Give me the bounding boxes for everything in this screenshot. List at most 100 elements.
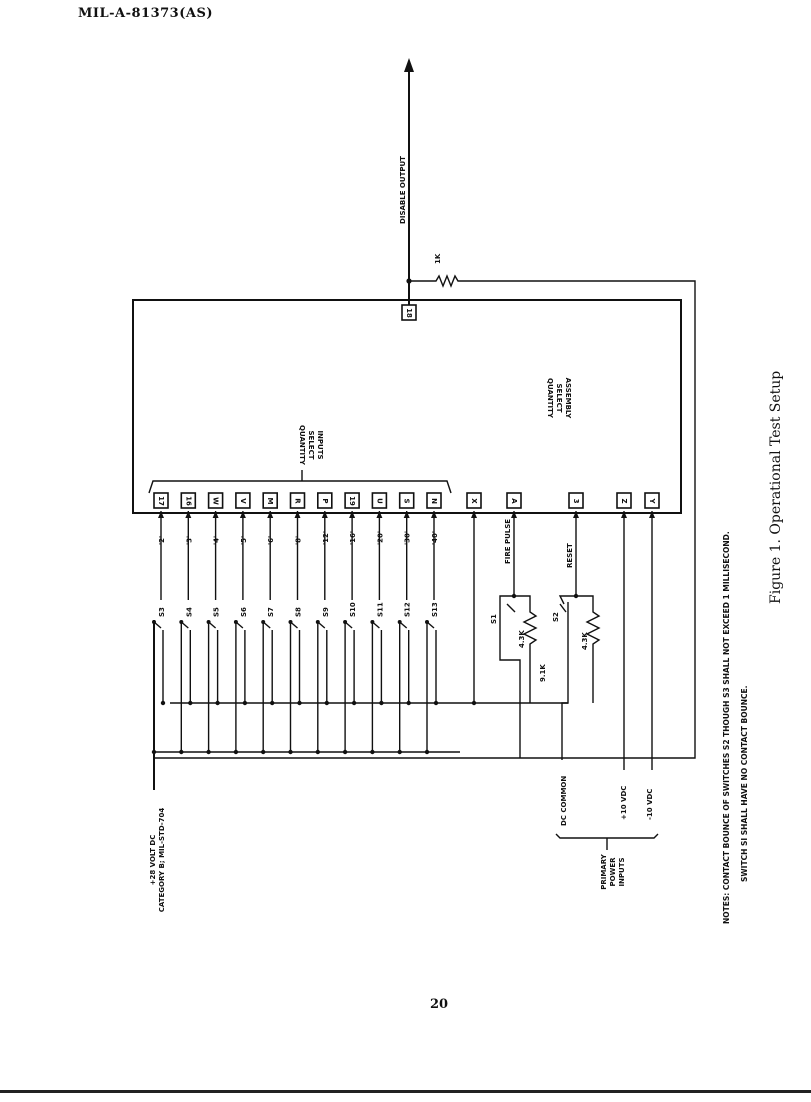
resistor-4-3k-s2 (576, 595, 601, 703)
switch-s1-blade (506, 603, 516, 613)
quantity-switch-1: S4 (185, 607, 193, 617)
switch-s2-label: S2 (552, 612, 560, 622)
quantity-value-10: '40' (431, 531, 439, 545)
pin-label-3: V (239, 498, 247, 504)
quantity-value-0: '2' (158, 536, 166, 545)
quantity-select-group: 17'2'S316'3'S4W'4'S5V'5'S6M'6'S7R'8'S8P'… (151, 492, 442, 755)
quantity-inputs-label-line-2: SELECT (307, 431, 315, 460)
control-pin-label-2: 3 (572, 499, 580, 504)
pin-6 (316, 492, 333, 509)
quantity-input-arrow-1 (185, 511, 192, 518)
reset-node (573, 593, 579, 599)
switch-blade-1 (180, 621, 189, 629)
figure-caption: Figure 1. Operational Test Setup (768, 371, 784, 604)
pin-1 (180, 492, 197, 509)
switch-s2-blade (559, 603, 567, 613)
output-resistor-label: 1K (434, 253, 442, 264)
pin-7 (344, 492, 360, 509)
pin-label-2: W (212, 497, 220, 505)
quantity-input-arrow-9 (403, 511, 410, 518)
quantity-input-arrow-10 (431, 511, 437, 518)
pin-label-9: S (403, 498, 411, 503)
quantity-input-arrow-7 (349, 511, 356, 518)
control-pin-0 (466, 492, 482, 509)
quantity-input-arrow-6 (321, 511, 328, 518)
resistor-s1-b-label: 9.1K (539, 664, 547, 682)
reset-line (558, 511, 577, 605)
document-id: MIL-A-81373(AS) (78, 6, 213, 21)
resistor-4-3k-s1 (514, 595, 538, 703)
quantity-switch-9: S12 (404, 602, 412, 617)
quantity-switch-2: S5 (213, 607, 221, 617)
quantity-inputs-label-line-1: QUANTITY (298, 425, 306, 466)
s1-contact-line (499, 604, 521, 758)
pin-5 (289, 492, 306, 509)
pin-0 (153, 492, 169, 509)
reset-label: RESET (566, 543, 574, 568)
disable-output-label: DISABLE OUTPUT (399, 156, 407, 224)
quantity-switch-6: S9 (322, 607, 330, 617)
quantity-switch-4: S7 (267, 607, 275, 617)
primary-power-line-3: INPUTS (618, 857, 626, 886)
quantity-inputs-label-line-3: INPUTS (316, 430, 324, 459)
quantity-switch-0: S3 (158, 607, 166, 617)
quantity-value-1: '3' (185, 536, 193, 545)
quantity-inputs-label: QUANTITY SELECT INPUTS (298, 425, 324, 466)
primary-power-line-1: PRIMARY (600, 853, 608, 890)
quantity-switch-10: S13 (431, 602, 439, 617)
quantity-value-5: '8' (295, 536, 303, 545)
quantity-input-arrow-2 (212, 511, 219, 518)
supply-label-line-1: +28 VOLT DC (149, 835, 157, 886)
fire-pulse-line (499, 511, 515, 604)
pin-label-10: N (430, 498, 438, 504)
control-pin-label-1: A (510, 498, 518, 504)
pin-label-0: 17 (157, 496, 165, 506)
supply-label-line-2: CATEGORY B; MIL-STD-704 (158, 808, 166, 913)
quantity-value-4: '6' (267, 536, 275, 545)
power-bracket (555, 833, 659, 839)
switch-blade-7 (344, 621, 353, 629)
fire-pulse-node (511, 593, 517, 599)
control-pin-label-4: Y (648, 497, 656, 504)
pin-3 (235, 492, 251, 509)
output-feedback-line (154, 274, 696, 759)
primary-power-label: PRIMARY POWER INPUTS (600, 853, 626, 890)
note-1: NOTES: CONTACT BOUNCE OF SWITCHES S2 THO… (722, 531, 731, 924)
quantity-input-arrow-0 (158, 511, 164, 518)
switch-blade-3 (235, 621, 244, 629)
quantity-inputs-bracket (148, 480, 452, 494)
supply-label: +28 VOLT DC CATEGORY B; MIL-STD-704 (149, 808, 166, 913)
pin-label-1: 16 (184, 496, 192, 506)
assembly-label-line-2: SELECT (555, 384, 563, 413)
switch-blade-2 (208, 621, 217, 629)
quantity-value-6: '12' (322, 531, 330, 545)
pin-10 (426, 492, 442, 509)
switch-blade-0 (153, 621, 162, 629)
pin-label-5: R (294, 498, 302, 504)
pin-label-7: 19 (348, 496, 356, 506)
quantity-value-3: '5' (240, 536, 248, 545)
switch-blade-4 (262, 621, 271, 629)
primary-power-line-2: POWER (609, 857, 617, 887)
s2-contact-line (561, 602, 569, 760)
quantity-switch-5: S8 (295, 607, 303, 617)
dc-common-label: DC COMMON (560, 776, 568, 826)
pin-label-4: M (266, 498, 274, 505)
switch-blade-6 (317, 621, 326, 629)
pin-2 (207, 492, 224, 509)
assembly-label-line-1: QUANTITY (546, 378, 554, 419)
disable-output-arrowhead (404, 58, 414, 72)
control-pin-2 (568, 492, 584, 509)
pin-9 (398, 492, 415, 509)
quantity-input-arrow-8 (376, 511, 383, 518)
quantity-value-2: '4' (213, 536, 221, 545)
assembly-label: QUANTITY SELECT ASSEMBLY (546, 378, 572, 420)
control-pin-3 (616, 492, 632, 509)
quantity-input-arrow-5 (294, 511, 301, 518)
note-2: SWITCH SI SHALL HAVE NO CONTACT BOUNCE. (740, 685, 749, 882)
control-pin-label-0: X (470, 498, 478, 504)
pin-4 (262, 492, 279, 509)
minus10-label: -10 VDC (646, 789, 654, 820)
